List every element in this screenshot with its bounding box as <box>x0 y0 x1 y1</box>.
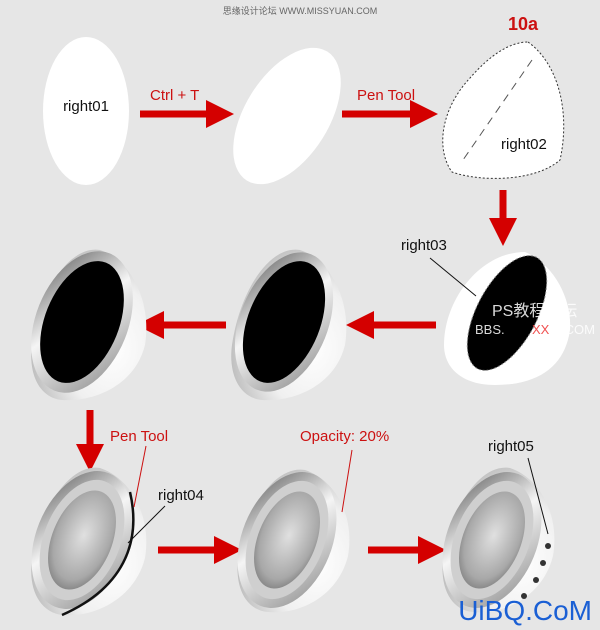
overlay-line2-left: BBS. <box>475 322 505 337</box>
stage-9-final-speaker: right05 <box>442 438 555 613</box>
label-pen-tool-2: Pen Tool <box>110 428 168 445</box>
stage-5-shaded-shell <box>231 249 347 401</box>
step-label: 10a <box>508 14 539 34</box>
label-pen-tool-1: Pen Tool <box>357 87 415 104</box>
arrow-pen-tool-1: Pen Tool <box>342 87 438 128</box>
label-ctrl-t: Ctrl + T <box>150 87 199 104</box>
button-dot-2 <box>540 560 546 566</box>
stage-2-rotated-ellipse <box>233 47 341 185</box>
label-right05: right05 <box>488 438 534 455</box>
label-opacity: Opacity: 20% <box>300 428 389 445</box>
label-right03: right03 <box>401 237 447 254</box>
watermark-text: 思缘设计论坛 WWW.MISSYUAN.COM <box>223 5 378 16</box>
label-right01: right01 <box>63 98 109 115</box>
stage-7-cone-pen-tool: Pen Tool right04 <box>31 428 204 617</box>
label-right04: right04 <box>158 487 204 504</box>
overlay-line2-right: .COM <box>561 322 595 337</box>
stage-4-black-ellipse: right03 PS教程论坛 BBS. XX .COM <box>401 237 595 385</box>
button-dot-3 <box>533 577 539 583</box>
footer-logo: UiBQ.CoM <box>458 595 592 626</box>
stage-6-shell-with-rim <box>31 249 147 401</box>
stage-3-shape-selection: right02 <box>442 41 565 179</box>
overlay-watermark: PS教程论坛 BBS. XX .COM <box>475 302 595 337</box>
stage-1-ellipse: right01 <box>43 37 129 185</box>
stage-8-cone-opacity: Opacity: 20% <box>237 428 389 613</box>
button-dot-1 <box>545 543 551 549</box>
overlay-line1: PS教程论坛 <box>492 302 577 320</box>
overlay-line2-mid: XX <box>532 322 550 337</box>
button-dot-4 <box>521 593 527 599</box>
arrow-ctrl-t: Ctrl + T <box>140 87 234 128</box>
label-right02: right02 <box>501 136 547 153</box>
